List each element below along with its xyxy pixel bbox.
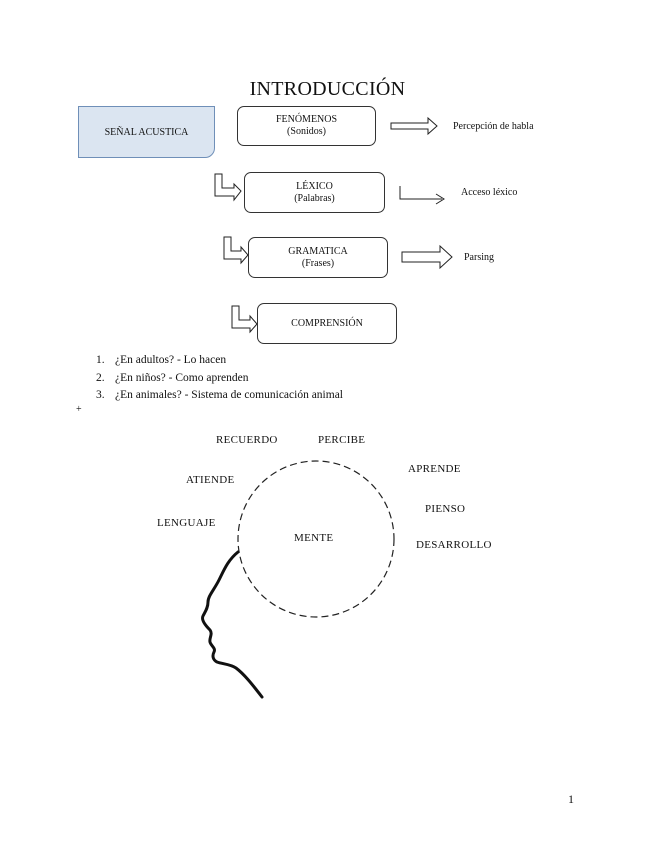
arrow-percepcion xyxy=(390,116,438,136)
head-silhouette xyxy=(201,550,264,699)
word-lenguaje: LENGUAJE xyxy=(157,517,216,529)
list-number: 1. xyxy=(96,354,105,366)
level-sub: (Palabras) xyxy=(294,192,335,204)
level-box-fenomenos: FENÓMENOS (Sonidos) xyxy=(237,106,376,146)
list-number: 3. xyxy=(96,389,105,401)
result-percepcion: Percepción de habla xyxy=(453,121,534,132)
l-arrow-1 xyxy=(214,173,242,202)
word-percibe: PERCIBE xyxy=(318,434,366,446)
word-recuerdo: RECUERDO xyxy=(216,434,278,446)
level-box-lexico: LÉXICO (Palabras) xyxy=(244,172,385,213)
level-name: COMPRENSIÓN xyxy=(291,317,363,329)
level-name: FENÓMENOS xyxy=(275,114,338,125)
result-acceso-lexico: Acceso léxico xyxy=(461,187,518,198)
arrow-acceso-lexico xyxy=(399,186,445,205)
l-arrow-2 xyxy=(223,236,249,265)
l-arrow-3 xyxy=(231,305,258,334)
list-number: 2. xyxy=(96,371,105,384)
mind-center-label: MENTE xyxy=(294,532,334,544)
word-pienso: PIENSO xyxy=(425,503,466,515)
level-sub: (Frases) xyxy=(301,257,335,269)
mind-circle xyxy=(237,460,395,618)
page-number: 1 xyxy=(568,792,574,806)
list-item: 2. ¿En niños? - Como aprenden xyxy=(96,370,343,388)
list-text: ¿En adultos? - Lo hacen xyxy=(115,354,227,366)
level-box-comprension: COMPRENSIÓN xyxy=(257,303,397,344)
signal-label: SEÑAL ACUSTICA xyxy=(104,126,189,138)
word-atiende: ATIENDE xyxy=(186,474,235,486)
page-title: INTRODUCCIÓN xyxy=(249,78,406,100)
list-text: ¿En niños? - Como aprenden xyxy=(115,371,249,384)
word-aprende: APRENDE xyxy=(408,463,461,475)
plus-mark: + xyxy=(76,404,82,415)
level-name: LÉXICO xyxy=(296,180,333,192)
questions-list: 1. ¿En adultos? - Lo hacen 2. ¿En niños? -… xyxy=(96,352,343,405)
list-item: 3. ¿En animales? - Sistema de comunicació… xyxy=(96,387,343,405)
level-box-gramatica: GRAMATICA (Frases) xyxy=(248,237,388,278)
signal-box: SEÑAL ACUSTICA xyxy=(78,106,215,158)
list-text: ¿En animales? - Sistema de comunicación … xyxy=(115,389,344,401)
level-name: GRAMATICA xyxy=(288,245,348,257)
result-parsing: Parsing xyxy=(464,252,494,263)
level-sub: (Sonidos) xyxy=(287,126,326,137)
list-item: 1. ¿En adultos? - Lo hacen xyxy=(96,352,343,370)
arrow-parsing xyxy=(401,244,453,270)
word-desarrollo: DESARROLLO xyxy=(416,539,492,551)
